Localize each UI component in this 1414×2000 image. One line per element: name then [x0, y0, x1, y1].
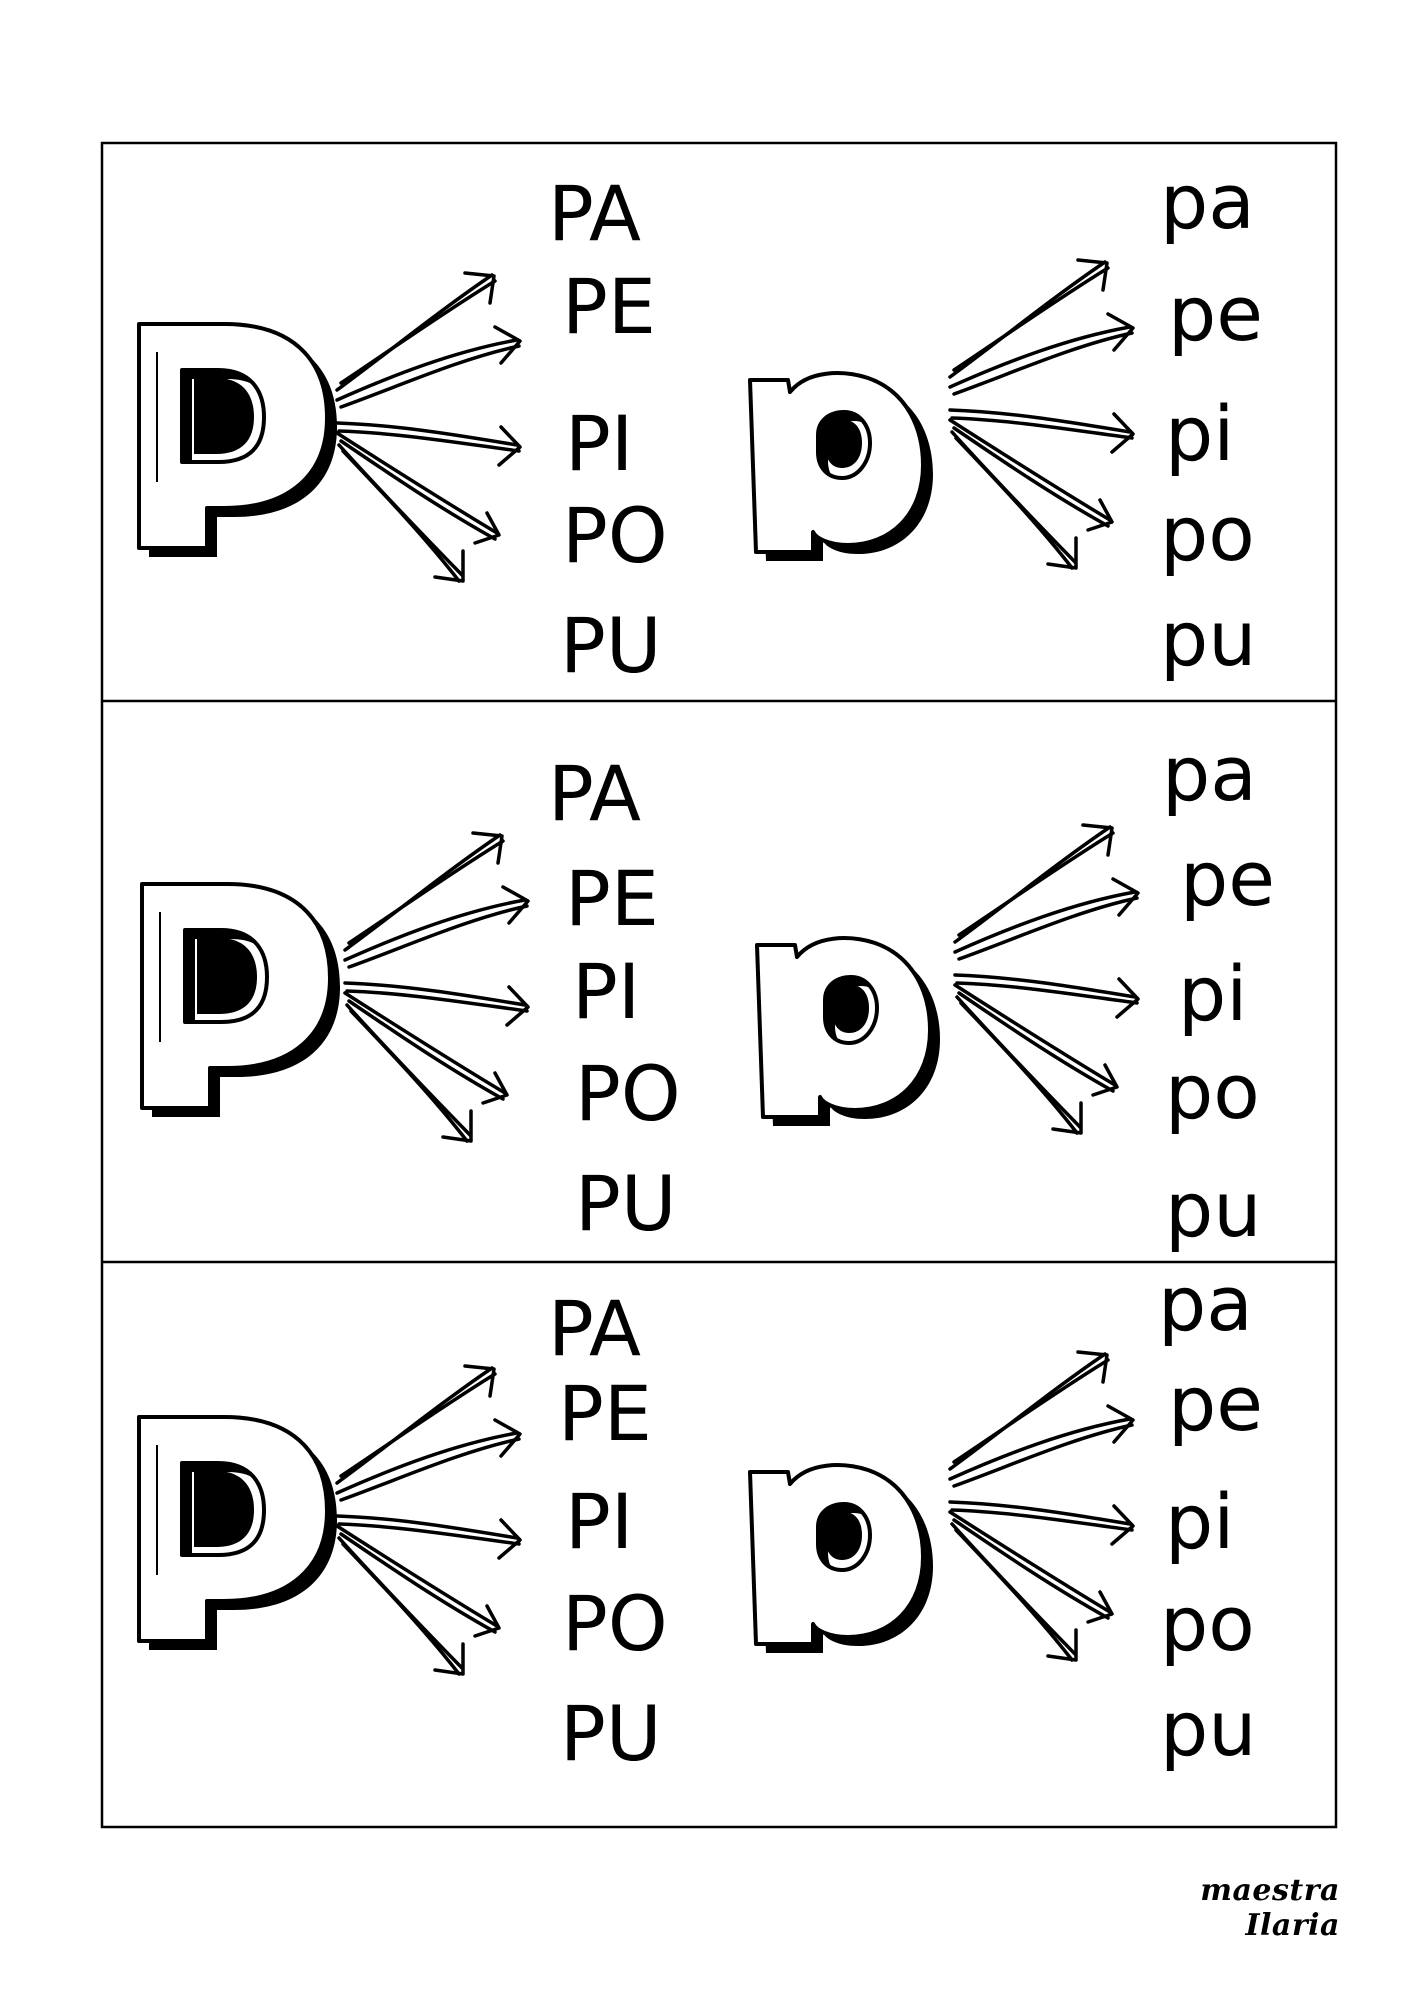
- syllable: pu: [1160, 1684, 1256, 1773]
- syllable: PI: [565, 399, 633, 488]
- syllable: PE: [562, 262, 656, 351]
- syllable: pu: [1165, 1165, 1261, 1254]
- lowercase-p-letter: [748, 371, 935, 563]
- syllable: PO: [562, 1579, 668, 1668]
- syllable: PI: [565, 1477, 633, 1566]
- syllable: PE: [558, 1369, 652, 1458]
- syllable: PU: [575, 1159, 676, 1248]
- syllable: PI: [572, 947, 640, 1036]
- worksheet-border: [100, 141, 1338, 1829]
- syllable: pi: [1165, 389, 1234, 478]
- syllable: PE: [565, 854, 659, 943]
- syllable: pe: [1180, 834, 1275, 923]
- syllable: po: [1165, 1047, 1260, 1136]
- lowercase-p-letter: [755, 936, 942, 1128]
- syllable: PO: [575, 1049, 681, 1138]
- author-credit: maestra Ilaria: [1200, 1873, 1340, 1943]
- row-3: PA PE PI PO PU pa pe pi po pu: [137, 1259, 1263, 1778]
- lowercase-p-letter: [748, 1463, 935, 1655]
- syllable: pa: [1162, 729, 1257, 818]
- syllable: pi: [1165, 1477, 1234, 1566]
- syllable: pu: [1160, 594, 1256, 683]
- arrow-fan: [948, 258, 1135, 570]
- syllable: pe: [1168, 1359, 1263, 1448]
- syllable: pi: [1178, 949, 1247, 1038]
- syllable: PU: [560, 1689, 661, 1778]
- row-1: PA PE PI PO PU pa pe pi po pu: [137, 157, 1263, 690]
- syllable: PA: [548, 169, 641, 258]
- row-2: PA PE PI PO PU pa pe pi po pu: [140, 729, 1275, 1254]
- syllable: PA: [548, 749, 641, 838]
- uppercase-p-letter: [137, 1415, 339, 1652]
- syllable: po: [1160, 1579, 1255, 1668]
- syllable: po: [1160, 489, 1255, 578]
- arrow-fan: [343, 831, 530, 1143]
- uppercase-p-letter: [140, 882, 342, 1119]
- uppercase-p-letter: [137, 322, 339, 559]
- arrow-fan: [948, 1350, 1135, 1662]
- syllable: pe: [1168, 269, 1263, 358]
- syllable: PO: [562, 491, 668, 580]
- syllable: pa: [1158, 1259, 1253, 1348]
- arrow-fan: [335, 271, 522, 583]
- syllable: pa: [1160, 157, 1255, 246]
- syllable: PU: [560, 601, 661, 690]
- arrow-fan: [335, 1364, 522, 1676]
- arrow-fan: [953, 823, 1140, 1135]
- syllable: PA: [548, 1284, 641, 1373]
